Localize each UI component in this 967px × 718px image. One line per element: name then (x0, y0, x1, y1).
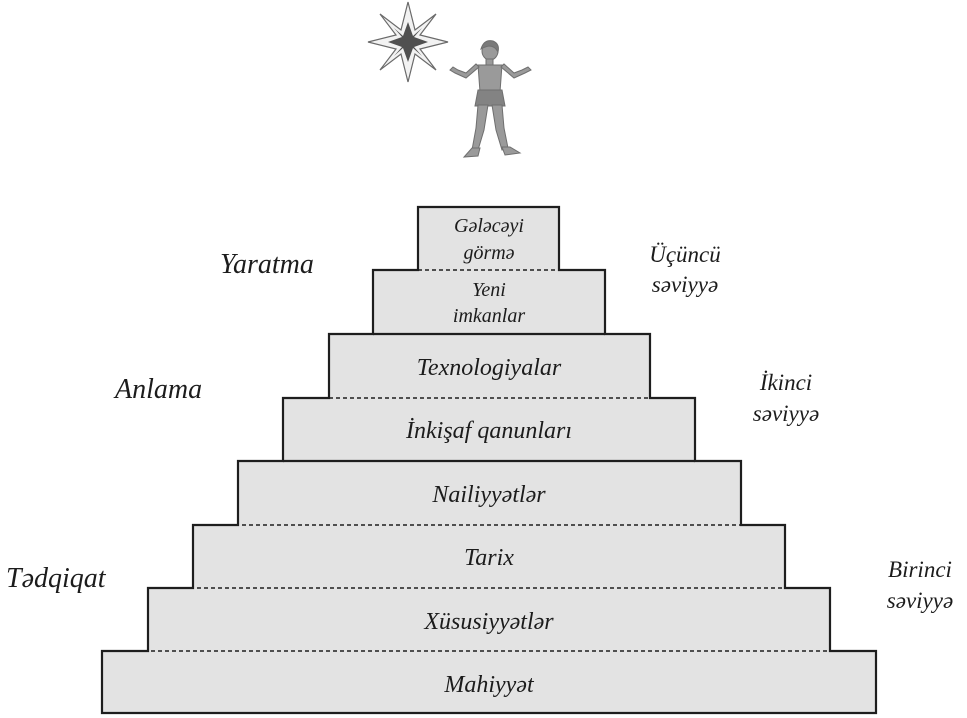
level-second-line2: səviyyə (753, 401, 819, 426)
step-label-3: Tarix (464, 545, 514, 571)
figure-left-leg (472, 105, 488, 150)
level-second-line1: İkinci (759, 370, 812, 395)
figure-skirt (475, 90, 505, 106)
level-first-line2: səviyyə (887, 588, 953, 613)
figure-right-leg (492, 105, 508, 150)
stage-label-creation: Yaratma (220, 249, 314, 280)
figure-left-foot (464, 148, 480, 157)
level-first-line1: Birinci (888, 557, 952, 582)
step-label-7-line2: imkanlar (453, 305, 525, 327)
step-label-5: İnkişaf qanunları (405, 418, 572, 444)
figure-left-arm (450, 64, 479, 78)
step-label-6: Texnologiyalar (417, 355, 562, 381)
figure-neck (486, 59, 493, 65)
figure-right-foot (502, 147, 520, 155)
figure-right-arm (501, 64, 531, 78)
person-figure (450, 41, 531, 157)
step-label-1: Mahiyyət (443, 672, 535, 698)
level-third-line1: Üçüncü (649, 242, 721, 267)
step-label-2: Xüsusiyyətlər (423, 609, 554, 635)
step-label-7-line1: Yeni (472, 279, 506, 301)
stage-label-research: Tədqiqat (6, 563, 107, 594)
step-label-8-line1: Gələcəyi (454, 215, 524, 237)
level-third-line2: səviyyə (652, 272, 718, 297)
stage-label-understanding: Anlama (113, 374, 202, 405)
eight-pointed-star-icon (368, 2, 448, 82)
figure-torso (478, 65, 502, 92)
step-label-4: Nailiyyətlər (431, 482, 546, 508)
step-label-8-line2: görmə (463, 242, 514, 264)
